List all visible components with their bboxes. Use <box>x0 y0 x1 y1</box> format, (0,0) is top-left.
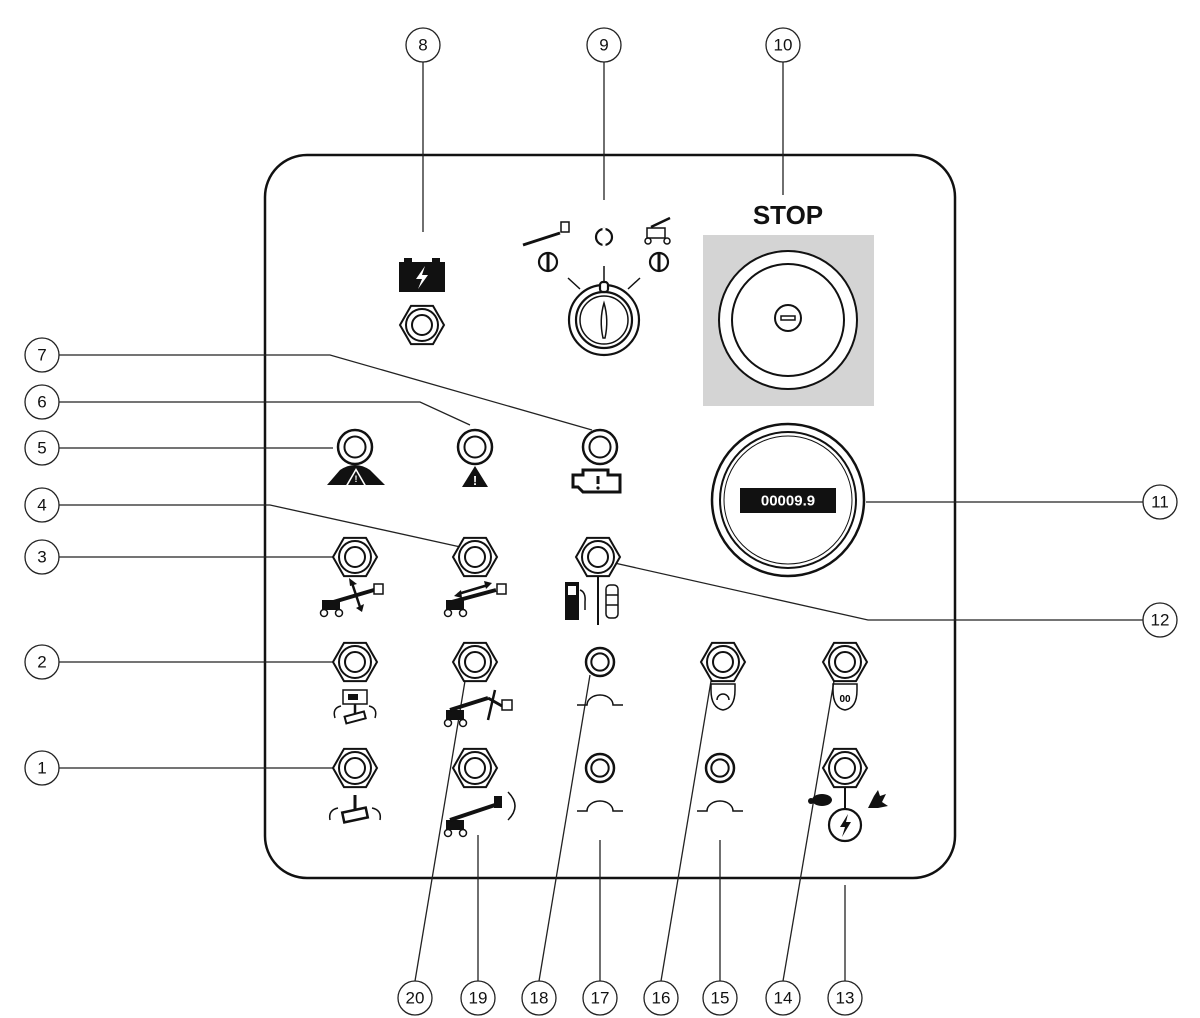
warning-icon: ! <box>462 466 488 488</box>
callout-number: 8 <box>418 36 427 55</box>
callout-number: 1 <box>37 759 46 778</box>
callout-number: 12 <box>1151 611 1170 630</box>
callout-16: 16 <box>643 980 679 1016</box>
callout-number: 16 <box>652 989 671 1008</box>
battery-icon <box>399 258 445 292</box>
callout-number: 14 <box>774 989 793 1008</box>
turntable-rotate-icon <box>328 795 382 824</box>
callout-number: 9 <box>599 36 608 55</box>
callout-6: 6 <box>24 384 60 420</box>
emergency-stop-button[interactable] <box>718 250 858 390</box>
callout-20: 20 <box>397 980 433 1016</box>
callout-7: 7 <box>24 337 60 373</box>
svg-text:!: ! <box>473 473 477 488</box>
indicator-lamp-15 <box>704 752 736 784</box>
fuel-select-button[interactable] <box>574 536 622 578</box>
indicator-lamp-17 <box>584 752 616 784</box>
leader-lines <box>59 62 1143 982</box>
off-icon <box>594 227 614 247</box>
platform-overload-lamp <box>336 428 374 466</box>
callout-number: 2 <box>37 653 46 672</box>
boom-lift-button[interactable] <box>331 536 379 578</box>
ground-mode-icon <box>644 216 671 273</box>
speed-select-icon <box>808 785 888 843</box>
callout-number: 18 <box>530 989 549 1008</box>
callout-number: 10 <box>774 36 793 55</box>
callout-15: 15 <box>702 980 738 1016</box>
boom-telescope-icon <box>443 581 507 618</box>
callout-number: 17 <box>591 989 610 1008</box>
boom-telescope-button[interactable] <box>451 536 499 578</box>
system-fault-lamp <box>456 428 494 466</box>
callout-9: 9 <box>586 27 622 63</box>
callout-number: 3 <box>37 548 46 567</box>
key-switch[interactable] <box>567 266 641 357</box>
jib-rotate-icon <box>443 791 516 838</box>
callout-number: 20 <box>406 989 425 1008</box>
engine-start-button[interactable] <box>699 641 747 683</box>
boom-lift-icon <box>319 578 384 618</box>
callout-5: 5 <box>24 430 60 466</box>
jib-lift-icon <box>443 689 513 728</box>
callout-18: 18 <box>521 980 557 1016</box>
callout-number: 4 <box>37 496 46 515</box>
hour-meter: 00009.9 <box>710 422 866 578</box>
platform-mode-icon <box>522 221 570 273</box>
callout-number: 15 <box>711 989 730 1008</box>
platform-level-icon <box>333 689 377 725</box>
callout-8: 8 <box>405 27 441 63</box>
callout-14: 14 <box>765 980 801 1016</box>
svg-text:!: ! <box>355 474 358 484</box>
svg-text:00: 00 <box>839 694 851 705</box>
speed-select-button[interactable] <box>821 747 869 789</box>
battery-button[interactable] <box>398 304 446 346</box>
stop-label: STOP <box>753 200 823 230</box>
callout-number: 13 <box>836 989 855 1008</box>
callout-4: 4 <box>24 487 60 523</box>
callout-11: 11 <box>1142 484 1178 520</box>
callout-number: 5 <box>37 439 46 458</box>
callout-19: 19 <box>460 980 496 1016</box>
callout-1: 1 <box>24 750 60 786</box>
jib-lift-button[interactable] <box>451 641 499 683</box>
engine-icon <box>571 468 622 494</box>
platform-overload-icon: ! <box>327 465 385 487</box>
callout-13: 13 <box>827 980 863 1016</box>
callout-number: 19 <box>469 989 488 1008</box>
fuel-lpg-select-icon <box>565 575 619 625</box>
jib-rotate-button[interactable] <box>451 747 499 789</box>
callout-number: 11 <box>1151 493 1169 512</box>
horn-dome-icons <box>577 694 743 812</box>
platform-level-button[interactable] <box>331 641 379 683</box>
callout-2: 2 <box>24 644 60 680</box>
turntable-rotate-button[interactable] <box>331 747 379 789</box>
engine-fault-lamp <box>581 428 619 466</box>
hour-meter-reading: 00009.9 <box>761 493 815 510</box>
callout-number: 7 <box>37 346 46 365</box>
callout-12: 12 <box>1142 602 1178 638</box>
glow-plug-button[interactable] <box>821 641 869 683</box>
callout-10: 10 <box>765 27 801 63</box>
callout-number: 6 <box>37 393 46 412</box>
callout-17: 17 <box>582 980 618 1016</box>
callout-3: 3 <box>24 539 60 575</box>
indicator-lamp-18 <box>584 646 616 678</box>
